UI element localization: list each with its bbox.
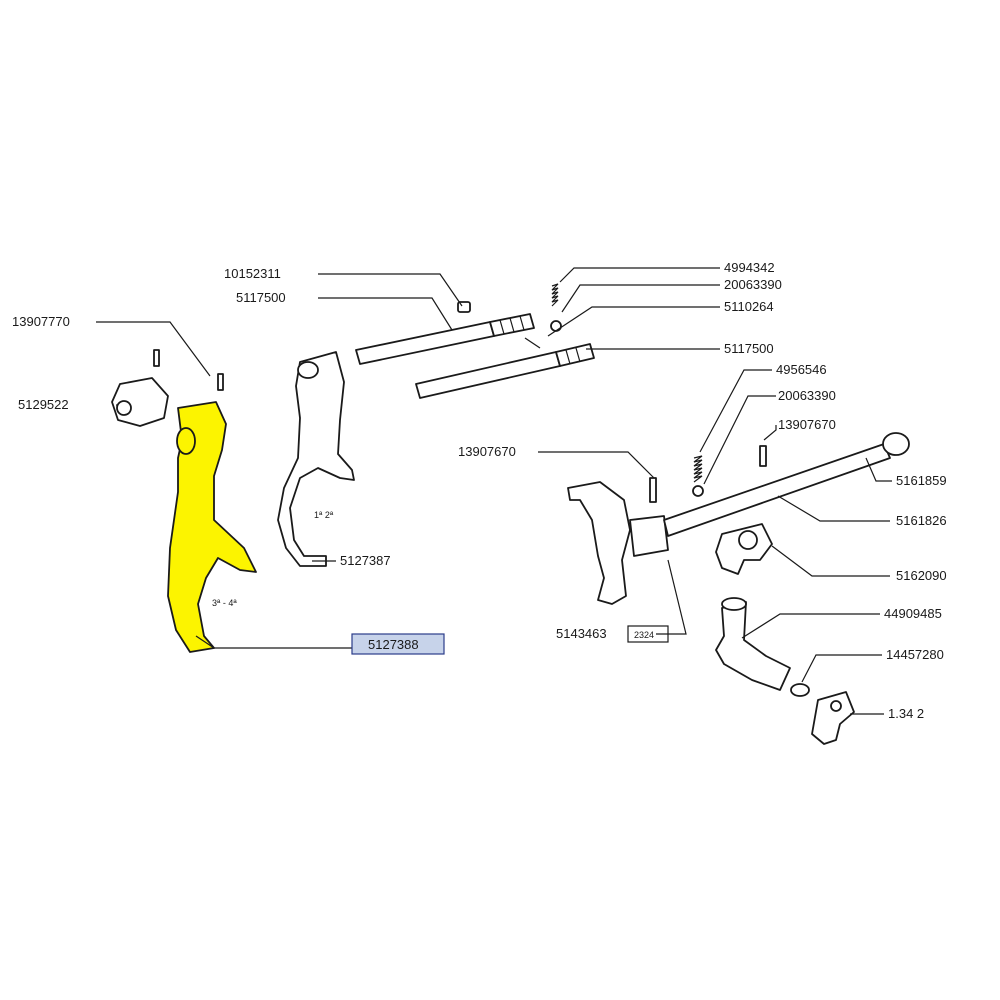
fork-3-4-highlighted[interactable]: 3ª - 4ª — [167, 401, 257, 653]
label-5161826[interactable]: 5161826 — [896, 513, 947, 528]
fork-right-hub — [629, 515, 669, 557]
ball-right[interactable] — [692, 485, 704, 497]
label-1-34-2[interactable]: 1.34 2 — [888, 706, 924, 721]
label-5127388[interactable]: 5127388 — [368, 637, 419, 652]
label-5143463[interactable]: 5143463 — [556, 626, 607, 641]
selector-lever[interactable] — [715, 597, 791, 691]
spring-right-icon[interactable] — [693, 455, 703, 483]
shaft-middle-grooves — [555, 343, 595, 367]
label-4994342[interactable]: 4994342 — [724, 260, 775, 275]
spring-top-icon[interactable] — [551, 283, 559, 307]
fork-3-4-pad — [195, 635, 215, 649]
interlock-block[interactable] — [715, 523, 773, 575]
fork-right[interactable] — [567, 481, 669, 605]
label-14457280[interactable]: 14457280 — [886, 647, 944, 662]
selector-block-hole — [116, 400, 132, 416]
interlock-block-bore — [738, 530, 758, 550]
label-20063390-mid[interactable]: 20063390 — [778, 388, 836, 403]
shaft-upper-body[interactable] — [355, 321, 495, 365]
selector-block[interactable] — [111, 377, 169, 427]
pin-right[interactable] — [759, 445, 767, 467]
label-20063390-top[interactable]: 20063390 — [724, 277, 782, 292]
label-2324[interactable]: 2324 — [634, 630, 654, 640]
selector-lever-body[interactable] — [715, 601, 791, 691]
shaft-middle[interactable] — [415, 343, 595, 399]
end-link-body[interactable] — [811, 691, 855, 745]
end-link-hole — [830, 700, 842, 712]
fork-3-4-mark: 3ª - 4ª — [212, 598, 237, 608]
label-5110264[interactable]: 5110264 — [724, 299, 774, 314]
fork-3-4-bore — [176, 427, 196, 455]
label-5117500-top[interactable]: 5117500 — [236, 290, 286, 305]
fork-1-2-hub — [297, 361, 319, 379]
label-5162090[interactable]: 5162090 — [896, 568, 947, 583]
selected-part-box[interactable]: 5127388 — [351, 633, 445, 655]
label-44909485[interactable]: 44909485 — [884, 606, 942, 621]
label-13907770[interactable]: 13907770 — [12, 314, 70, 329]
label-5117500-mid[interactable]: 5117500 — [724, 341, 774, 356]
selector-lever-top — [721, 597, 747, 611]
label-5127387[interactable]: 5127387 — [340, 553, 391, 568]
pin-small[interactable] — [524, 337, 541, 349]
label-5161859[interactable]: 5161859 — [896, 473, 947, 488]
label-13907670-left[interactable]: 13907670 — [458, 444, 516, 459]
fork-1-2[interactable]: 1ª 2ª — [277, 351, 355, 567]
label-4956546[interactable]: 4956546 — [776, 362, 827, 377]
shaft-right-end-cap[interactable] — [882, 432, 910, 456]
selected-part-highlight[interactable] — [351, 633, 445, 655]
label-13907670-right[interactable]: 13907670 — [778, 417, 836, 432]
label-5129522[interactable]: 5129522 — [18, 397, 69, 412]
label-2324-box — [627, 625, 669, 643]
shaft-right-body[interactable] — [663, 443, 891, 537]
fork-right-body[interactable] — [567, 481, 631, 605]
label-10152311[interactable]: 10152311 — [224, 266, 281, 281]
end-link[interactable] — [811, 691, 855, 745]
shaft-middle-body[interactable] — [415, 351, 561, 399]
shaft-upper[interactable] — [355, 313, 535, 365]
snap-ring[interactable] — [790, 683, 810, 697]
ball-top[interactable] — [550, 320, 562, 332]
fork-3-4-body[interactable] — [167, 401, 257, 653]
fork-1-2-mark: 1ª 2ª — [314, 510, 334, 520]
roll-pin-right[interactable] — [217, 373, 224, 391]
pin-right-fork[interactable] — [649, 477, 657, 503]
fork-1-2-body[interactable] — [277, 351, 355, 567]
roll-pin-left[interactable] — [153, 349, 160, 367]
shaft-right[interactable] — [663, 432, 910, 537]
